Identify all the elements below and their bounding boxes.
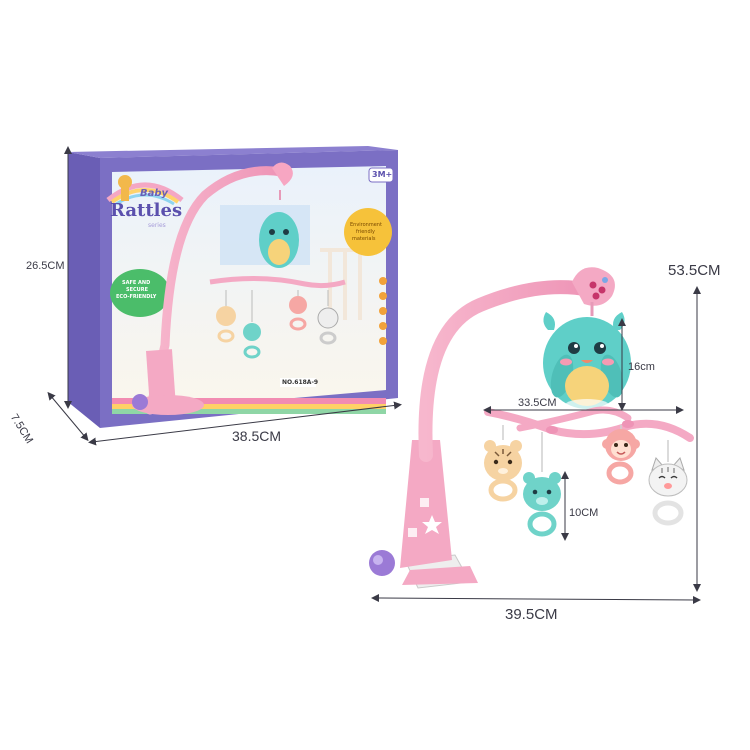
bar-width-label: 33.5CM xyxy=(518,397,557,409)
box-depth-arrow xyxy=(47,391,89,442)
brand-sub-text: series xyxy=(148,222,166,229)
model-number: NO.618A-9 xyxy=(282,379,319,386)
crossbar xyxy=(484,406,694,442)
kitten-toy xyxy=(648,440,688,526)
brand-main-text: Rattles xyxy=(110,200,183,221)
box-width-label: 38.5CM xyxy=(232,428,282,444)
monkey-toy xyxy=(602,425,640,485)
bear-toy xyxy=(523,432,561,537)
safe-badge-line-3: ECO-FRIENDLY xyxy=(116,294,157,300)
age-badge: 3M+ xyxy=(372,170,393,179)
safe-badge-line-2: SECURE xyxy=(126,287,149,293)
eco-badge xyxy=(344,208,392,256)
brand-small-text: Baby xyxy=(140,188,169,199)
eco-badge-line-2: friendly xyxy=(356,229,375,235)
toy-height-label: 10CM xyxy=(569,507,599,519)
box-height-label: 26.5CM xyxy=(26,260,65,272)
baby-mobile-product xyxy=(369,267,694,589)
pendant-height-label: 16cm xyxy=(628,361,655,373)
safe-badge-line-1: SAFE AND xyxy=(122,280,151,286)
product-width-arrow xyxy=(371,594,701,604)
bird-pendant xyxy=(543,312,631,411)
safe-badge xyxy=(110,269,170,317)
product-width-label: 39.5CM xyxy=(505,606,558,623)
tiger-toy xyxy=(484,425,522,502)
box-width-arrow xyxy=(88,401,402,446)
brand-logo xyxy=(106,175,184,206)
product-height-label: 53.5CM xyxy=(668,262,721,279)
packaging-box xyxy=(68,146,398,428)
eco-badge-line-1: Environment xyxy=(350,222,382,228)
eco-badge-line-3: materials xyxy=(352,236,376,242)
